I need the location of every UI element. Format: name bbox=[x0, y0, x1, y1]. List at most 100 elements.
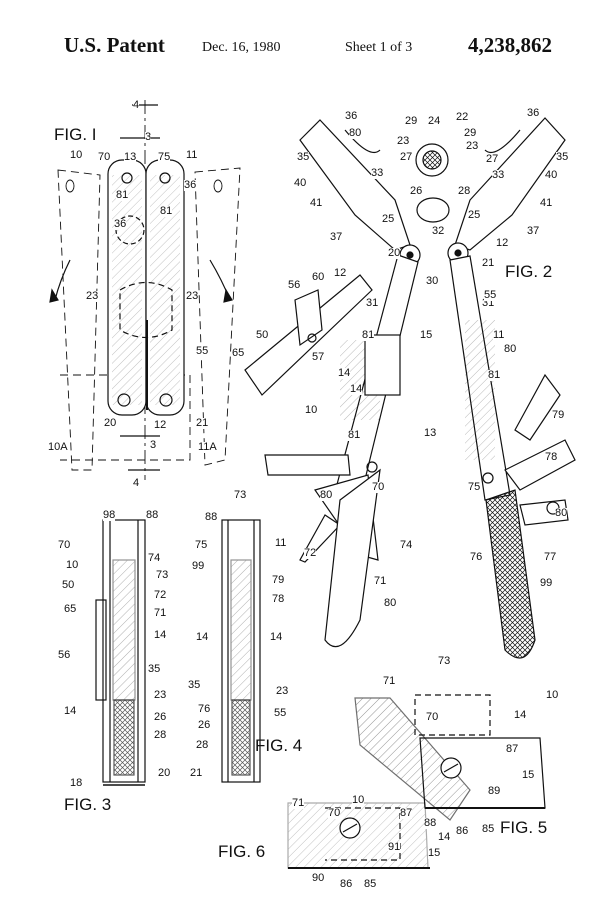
reference-numeral: 99 bbox=[540, 577, 553, 589]
reference-numeral: 74 bbox=[148, 552, 161, 564]
reference-numeral: 73 bbox=[438, 655, 451, 667]
reference-numeral: 14 bbox=[338, 367, 351, 379]
reference-numeral: 86 bbox=[456, 825, 469, 837]
reference-numeral: 33 bbox=[371, 167, 384, 179]
reference-numeral: 23 bbox=[466, 140, 479, 152]
figure-1 bbox=[49, 100, 241, 480]
reference-numeral: 36 bbox=[184, 179, 197, 191]
reference-numeral: 12 bbox=[496, 237, 509, 249]
reference-numeral: 20 bbox=[158, 767, 171, 779]
reference-numeral: 79 bbox=[552, 409, 565, 421]
reference-numeral: 10A bbox=[48, 441, 68, 453]
reference-numeral: 85 bbox=[364, 878, 377, 890]
reference-numeral: 35 bbox=[297, 151, 310, 163]
reference-numeral: 88 bbox=[146, 509, 159, 521]
reference-numeral: 13 bbox=[124, 151, 137, 163]
reference-numeral: 78 bbox=[272, 593, 285, 605]
reference-numeral: 79 bbox=[272, 574, 285, 586]
patent-number: 4,238,862 bbox=[468, 33, 552, 57]
reference-numeral: 24 bbox=[428, 115, 441, 127]
reference-numeral: 70 bbox=[98, 151, 111, 163]
reference-numeral: 22 bbox=[456, 111, 469, 123]
reference-numeral: 18 bbox=[70, 777, 83, 789]
reference-numeral: 27 bbox=[486, 153, 499, 165]
reference-numeral: 11A bbox=[198, 441, 217, 453]
reference-numeral: 25 bbox=[382, 213, 395, 225]
patent-date: Dec. 16, 1980 bbox=[202, 40, 281, 55]
reference-numeral: 55 bbox=[196, 345, 209, 357]
reference-numeral: 28 bbox=[196, 739, 209, 751]
reference-numeral: 88 bbox=[205, 511, 218, 523]
reference-numeral: 88 bbox=[424, 817, 437, 829]
reference-numeral: 37 bbox=[330, 231, 343, 243]
reference-numeral: 25 bbox=[468, 209, 481, 221]
reference-numeral: 75 bbox=[158, 151, 171, 163]
reference-numeral: 76 bbox=[198, 703, 211, 715]
reference-numeral: 20 bbox=[104, 417, 117, 429]
reference-numeral: 31 bbox=[366, 297, 379, 309]
reference-numeral: 81 bbox=[348, 429, 361, 441]
reference-numeral: 35 bbox=[148, 663, 161, 675]
sheet-number: Sheet 1 of 3 bbox=[345, 40, 413, 55]
reference-numeral: 20 bbox=[388, 247, 401, 259]
reference-numeral: 40 bbox=[545, 169, 558, 181]
reference-numeral: 60 bbox=[312, 271, 325, 283]
reference-numeral: 80 bbox=[504, 343, 517, 355]
reference-numeral: 80 bbox=[349, 127, 362, 139]
reference-numeral: 11 bbox=[493, 329, 505, 341]
reference-numeral: 71 bbox=[292, 797, 305, 809]
reference-numeral: 10 bbox=[305, 404, 318, 416]
reference-numeral: 4 bbox=[133, 99, 140, 111]
figure-5 bbox=[354, 694, 546, 821]
reference-numeral: 10 bbox=[352, 794, 365, 806]
reference-numeral: 13 bbox=[424, 427, 437, 439]
reference-numeral: 71 bbox=[154, 607, 167, 619]
reference-numeral: 70 bbox=[58, 539, 71, 551]
reference-numeral: 35 bbox=[556, 151, 569, 163]
figure-3 bbox=[95, 519, 146, 786]
reference-numeral: 72 bbox=[304, 547, 317, 559]
reference-numeral: 65 bbox=[232, 347, 245, 359]
reference-numeral: 4 bbox=[133, 477, 140, 489]
reference-numeral: 36 bbox=[345, 110, 358, 122]
reference-numeral: 3 bbox=[145, 131, 152, 143]
reference-numeral: 40 bbox=[294, 177, 307, 189]
reference-numeral: 29 bbox=[405, 115, 418, 127]
reference-numeral: 21 bbox=[190, 767, 203, 779]
reference-numeral: 32 bbox=[432, 225, 445, 237]
reference-numeral: 14 bbox=[514, 709, 527, 721]
reference-numeral: 81 bbox=[488, 369, 501, 381]
reference-numeral: 41 bbox=[540, 197, 553, 209]
reference-numeral: 56 bbox=[288, 279, 301, 291]
reference-numeral: 23 bbox=[397, 135, 410, 147]
reference-numeral: 12 bbox=[334, 267, 347, 279]
reference-numeral: 23 bbox=[276, 685, 289, 697]
patent-label: U.S. Patent bbox=[64, 33, 165, 57]
reference-numeral: 77 bbox=[544, 551, 557, 563]
reference-numeral: 23 bbox=[186, 290, 199, 302]
reference-numeral: 75 bbox=[468, 481, 481, 493]
reference-numeral: 14 bbox=[438, 831, 451, 843]
figure-4-label: FIG. 4 bbox=[255, 736, 303, 755]
reference-numeral: 14 bbox=[196, 631, 209, 643]
reference-numeral: 36 bbox=[527, 107, 540, 119]
reference-numeral: 85 bbox=[482, 823, 495, 835]
reference-numeral: 11 bbox=[275, 537, 287, 549]
reference-numeral: 10 bbox=[546, 689, 559, 701]
reference-numeral: 23 bbox=[86, 290, 99, 302]
reference-numeral: 50 bbox=[62, 579, 75, 591]
reference-numeral: 29 bbox=[464, 127, 477, 139]
reference-numeral: 15 bbox=[420, 329, 433, 341]
figure-3-label: FIG. 3 bbox=[64, 795, 112, 814]
reference-numeral: 81 bbox=[362, 329, 375, 341]
figure-5-label: FIG. 5 bbox=[500, 818, 548, 837]
reference-numeral: 41 bbox=[310, 197, 323, 209]
reference-numeral: 28 bbox=[458, 185, 471, 197]
reference-numeral: 15 bbox=[428, 847, 441, 859]
reference-numeral: 80 bbox=[384, 597, 397, 609]
reference-numeral: 55 bbox=[484, 289, 497, 301]
reference-numeral: 56 bbox=[58, 649, 71, 661]
reference-numeral: 65 bbox=[64, 603, 77, 615]
reference-numeral: 91 bbox=[388, 841, 401, 853]
